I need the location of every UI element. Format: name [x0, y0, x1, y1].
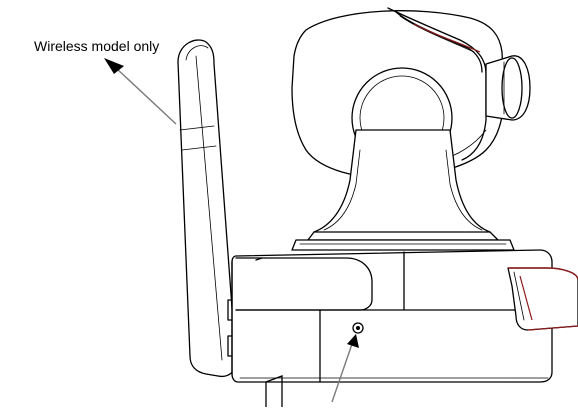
- antenna-callout-arrow: [104, 58, 177, 125]
- side-bracket: [507, 267, 578, 331]
- camera-neck: [307, 129, 499, 241]
- base-body: [227, 249, 553, 383]
- reset-pin: [265, 375, 283, 407]
- wireless-callout-label: Wireless model only: [34, 38, 160, 54]
- antenna: [177, 39, 237, 378]
- base-collar: [291, 239, 515, 251]
- reset-callout-arrow: [331, 334, 359, 403]
